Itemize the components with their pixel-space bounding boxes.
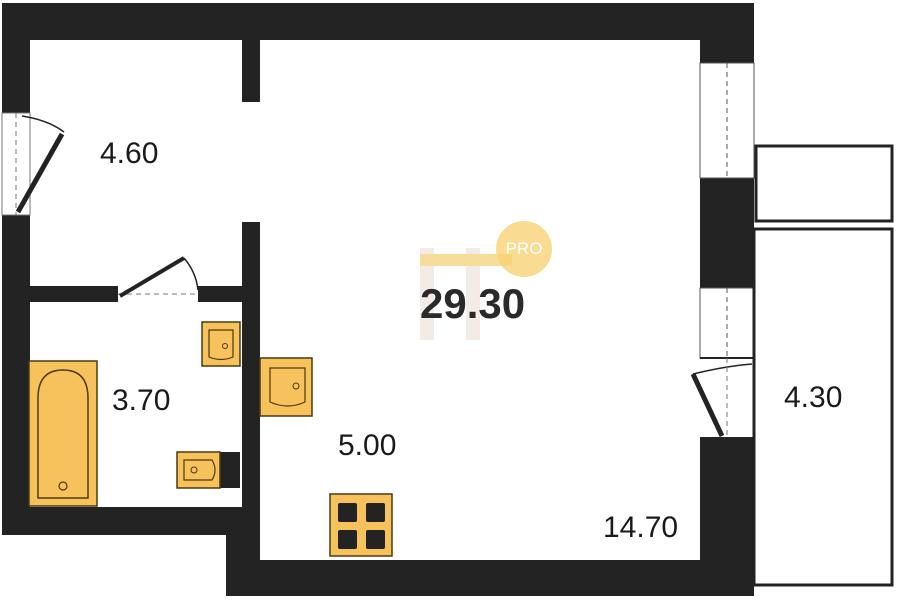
entrance-door [1,112,65,216]
kitchen-sink [259,357,313,417]
wall-bottom-step [226,507,260,596]
windows [699,62,755,359]
stove [329,493,393,557]
watermark-logo [420,248,512,340]
partition-bath-top-right [198,286,246,302]
room-area-hallway: 4.60 [100,137,159,170]
wall-left-lower [2,215,30,535]
wall-top [2,3,754,40]
bathroom-door [118,256,199,298]
wall-left-upper [2,3,30,113]
balcony-door [690,357,754,439]
wall-bottom-left [2,507,260,535]
room-area-living: 14.70 [603,511,679,544]
partition-middle [242,222,260,512]
pro-badge: PRO [496,221,552,277]
room-area-bathroom: 3.70 [112,384,171,417]
bathroom-sink [201,321,241,367]
partition-top [242,40,260,102]
toilet [176,451,240,489]
wall-bottom-main [226,560,752,596]
bathtub [28,360,98,507]
wall-right-pier-1 [700,178,754,288]
walls [2,3,754,596]
balcony-top-box [754,144,894,223]
wall-right-lower [700,438,754,596]
total-area: 29.30 [420,280,526,327]
room-area-kitchen: 5.00 [338,429,397,462]
partition-bath-top-left [30,286,118,302]
balcony-main [752,227,894,587]
wall-right-top [700,3,754,63]
balcony [752,144,894,587]
room-area-balcony: 4.30 [784,381,843,414]
